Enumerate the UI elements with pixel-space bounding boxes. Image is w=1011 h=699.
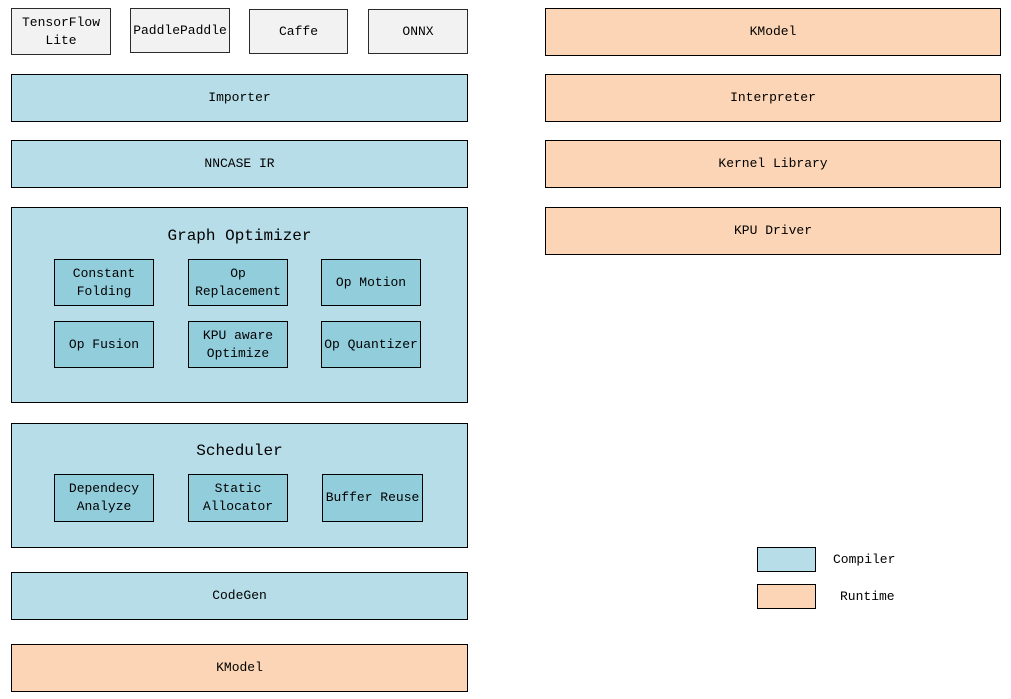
runtime-node-label: KModel [749, 24, 797, 40]
pass-label: Buffer Reuse [325, 490, 420, 506]
pass-label: Op Quantizer [324, 336, 418, 352]
pass-node-op-fusion: Op Fusion [54, 321, 154, 368]
framework-label: PaddlePaddle [133, 22, 227, 38]
framework-label: TensorFlow Lite [21, 14, 100, 48]
runtime-node-kmodel: KModel [545, 8, 1001, 56]
pipeline-node-label: KModel [216, 660, 263, 676]
pipeline-node-importer: Importer [11, 74, 468, 122]
pass-label: KPU aware Optimize [202, 327, 274, 361]
pass-node-static-allocator: Static Allocator [188, 474, 288, 522]
runtime-node-label: Kernel Library [718, 156, 828, 172]
pass-node-op-replacement: Op Replacement [188, 259, 288, 306]
runtime-node-label: Interpreter [730, 90, 816, 106]
runtime-node-interpreter: Interpreter [545, 74, 1001, 122]
runtime-node-kernel-library: Kernel Library [545, 140, 1001, 188]
pipeline-node-label: NNCASE IR [204, 156, 275, 172]
framework-node-tensorflow-lite: TensorFlow Lite [11, 8, 111, 55]
pass-label: Static Allocator [202, 481, 274, 514]
legend-swatch-runtime [757, 584, 816, 609]
graph-optimizer-container: Graph Optimizer Constant Folding Op Repl… [11, 207, 468, 403]
framework-label: ONNX [402, 23, 434, 39]
legend-label-compiler: Compiler [833, 552, 896, 567]
pipeline-node-label: Importer [208, 90, 271, 106]
framework-node-paddlepaddle: PaddlePaddle [130, 8, 230, 53]
scheduler-title: Scheduler [196, 442, 283, 460]
framework-label: Caffe [278, 23, 318, 39]
pipeline-node-kmodel: KModel [11, 644, 468, 692]
pass-label: Op Replacement [195, 265, 281, 299]
framework-node-onnx: ONNX [368, 9, 468, 54]
pass-node-op-quantizer: Op Quantizer [321, 321, 421, 368]
legend-swatch-compiler [757, 547, 816, 572]
pipeline-node-codegen: CodeGen [11, 572, 468, 620]
scheduler-container: Scheduler Dependecy Analyze Static Alloc… [11, 423, 468, 548]
pass-node-constant-folding: Constant Folding [54, 259, 154, 306]
pass-node-op-motion: Op Motion [321, 259, 421, 306]
pipeline-node-nncase-ir: NNCASE IR [11, 140, 468, 188]
pass-label: Op Fusion [68, 336, 140, 352]
pass-node-buffer-reuse: Buffer Reuse [322, 474, 423, 522]
pass-node-dependecy-analyze: Dependecy Analyze [54, 474, 154, 522]
runtime-node-label: KPU Driver [733, 223, 812, 239]
legend-label-runtime: Runtime [840, 589, 895, 604]
pass-label: Op Motion [335, 274, 407, 290]
framework-node-caffe: Caffe [249, 9, 348, 54]
pass-node-kpu-aware-optimize: KPU aware Optimize [188, 321, 288, 368]
graph-optimizer-title: Graph Optimizer [167, 227, 312, 245]
pipeline-node-label: CodeGen [212, 588, 267, 604]
runtime-node-kpu-driver: KPU Driver [545, 207, 1001, 255]
pass-label: Dependecy Analyze [68, 481, 140, 514]
pass-label: Constant Folding [72, 265, 136, 299]
